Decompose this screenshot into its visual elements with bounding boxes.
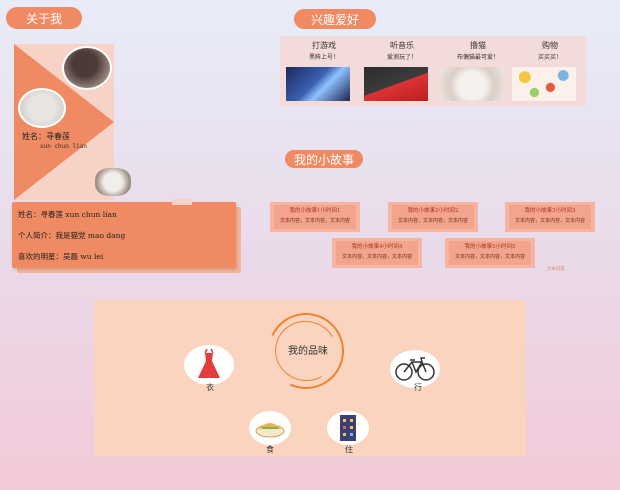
story-side-text: 文本内容 xyxy=(547,267,565,272)
hobby-music: 听音乐 爱测玩了！ xyxy=(364,40,432,101)
cat-photo xyxy=(18,88,66,128)
story-title: 我的小故事1小时间1 xyxy=(289,208,341,214)
hobby-cat: 撸猫 布偶猫最可爱！ xyxy=(440,40,508,101)
story-text: 文本内容，文本内容，文本内容 xyxy=(397,218,468,224)
hobby-subtitle: 布偶猫最可爱！ xyxy=(456,54,499,61)
story-card: 我的小故事5小时间5 文本内容，文本内容，文本内容 xyxy=(445,238,535,268)
food-icon-svg xyxy=(255,423,285,438)
hobby-title: 撸猫 xyxy=(470,41,486,50)
cat-image xyxy=(440,67,504,101)
hobby-subtitle: 买买买！ xyxy=(537,54,562,61)
info-star: 喜欢的明星：吴磊 wu lei xyxy=(18,252,104,261)
info-card-tab xyxy=(172,199,192,205)
building-icon-svg xyxy=(340,415,356,441)
hobby-gaming: 打游戏 黑眸上号！ xyxy=(286,40,354,101)
hobby-title: 打游戏 xyxy=(312,41,336,50)
hobby-shopping: 购物 买买买！ xyxy=(512,40,580,101)
profile-pinyin: xun chun lian xyxy=(40,143,87,150)
story-text: 文本内容，文本内容，文本内容 xyxy=(514,218,585,224)
taste-label-travel: 行 xyxy=(414,383,422,392)
story-card-inner xyxy=(509,205,591,229)
bicycle-icon xyxy=(390,350,440,388)
hobby-title: 购物 xyxy=(542,41,558,50)
taste-label-housing: 住 xyxy=(345,445,353,454)
food-icon xyxy=(249,411,291,445)
story-card-inner xyxy=(449,241,531,265)
hobby-subtitle: 黑眸上号！ xyxy=(308,54,339,61)
taste-title: 我的品味 xyxy=(288,346,328,357)
kitten-photo xyxy=(95,168,131,196)
story-title: 我的小故事3小时间3 xyxy=(524,208,576,214)
music-image xyxy=(364,67,428,101)
hobby-subtitle: 爱测玩了！ xyxy=(386,54,417,61)
about-me-heading: 关于我 xyxy=(6,7,82,29)
story-card: 我的小故事3小时间3 文本内容，文本内容，文本内容 xyxy=(505,202,595,232)
story-card-inner xyxy=(274,205,356,229)
story-card: 我的小故事1小时间1 文本内容，文本内容，文本内容 xyxy=(270,202,360,232)
hobbies-panel: 打游戏 黑眸上号！ 听音乐 爱测玩了！ 撸猫 布偶猫最可爱！ 购物 买买买！ xyxy=(280,36,586,106)
story-text: 文本内容，文本内容，文本内容 xyxy=(279,218,350,224)
building-icon xyxy=(327,411,369,445)
stories-heading: 我的小故事 xyxy=(285,150,363,168)
profile-name: 姓名：寻春莲 xyxy=(22,132,70,141)
avatar-photo xyxy=(62,46,112,90)
info-intro: 个人简介：我是猫党 mao dang xyxy=(18,231,126,240)
story-card-inner xyxy=(392,205,474,229)
story-text: 文本内容，文本内容，文本内容 xyxy=(341,254,412,260)
bicycle-icon-svg xyxy=(395,357,435,381)
story-title: 我的小故事5小时间5 xyxy=(464,244,516,250)
story-card: 我的小故事4小时间4 文本内容，文本内容，文本内容 xyxy=(332,238,422,268)
taste-panel xyxy=(94,300,526,456)
info-card: 姓名：寻春莲 xun chun lian 个人简介：我是猫党 mao dang … xyxy=(12,199,236,268)
dress-icon xyxy=(184,345,234,385)
story-card-inner xyxy=(336,241,418,265)
story-text: 文本内容，文本内容，文本内容 xyxy=(454,254,525,260)
hobby-title: 听音乐 xyxy=(390,41,414,50)
story-title: 我的小故事2小时间2 xyxy=(407,208,459,214)
game-image xyxy=(286,67,350,101)
taste-label-food: 食 xyxy=(266,445,274,454)
taste-label-clothing: 衣 xyxy=(206,383,214,392)
hobbies-heading: 兴趣爱好 xyxy=(294,9,376,29)
shopping-image xyxy=(512,67,576,101)
dress-icon-svg xyxy=(198,348,220,378)
story-card: 我的小故事2小时间2 文本内容，文本内容，文本内容 xyxy=(388,202,478,232)
info-name: 姓名：寻春莲 xun chun lian xyxy=(18,210,117,219)
story-title: 我的小故事4小时间4 xyxy=(351,244,403,250)
